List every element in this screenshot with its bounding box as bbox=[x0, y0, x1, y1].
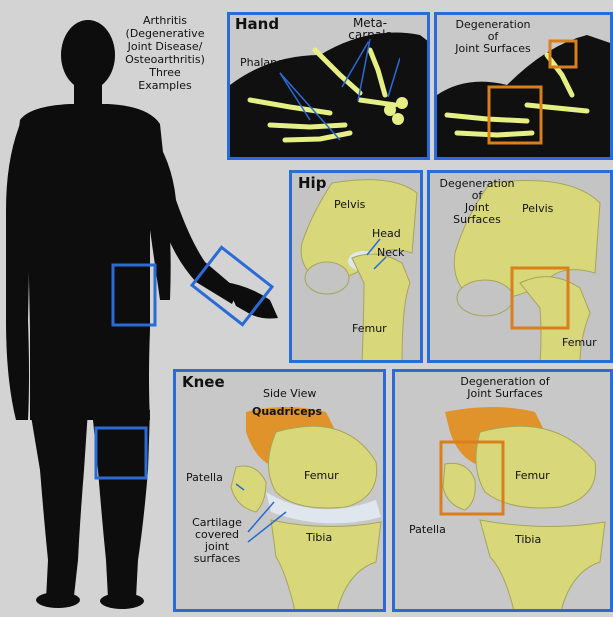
cartilage-line: surfaces bbox=[182, 553, 252, 565]
carpals-label: Carpals bbox=[380, 51, 421, 63]
knee-panel: Knee Side View Quadriceps Patella Femur … bbox=[173, 369, 386, 612]
knee-femur-label: Femur bbox=[304, 470, 339, 482]
hand-degeneration-panel: Degeneration of Joint Surfaces bbox=[434, 12, 613, 160]
knee-degeneration-illustration bbox=[395, 372, 613, 612]
phalanges-label: Phalanges bbox=[240, 57, 297, 69]
knee-degen-tibia-label: Tibia bbox=[515, 534, 541, 546]
hip-title: Hip bbox=[298, 174, 326, 192]
hip-degen-pelvis-label: Pelvis bbox=[522, 203, 553, 215]
intro-line: Joint Disease/ bbox=[110, 40, 220, 53]
hand-skeleton-illustration bbox=[230, 15, 430, 160]
hip-femur-label: Femur bbox=[352, 323, 387, 335]
knee-cartilage-label: Cartilage covered joint surfaces bbox=[182, 517, 252, 565]
metacarpals-label: Meta- carpals bbox=[342, 17, 398, 41]
knee-degeneration-panel: Degeneration of Joint Surfaces Femur Pat… bbox=[392, 369, 613, 612]
hip-panel: Hip Pelvis Head Neck Femur bbox=[289, 170, 423, 363]
intro-line: Examples bbox=[110, 79, 220, 92]
hip-degeneration-title: Degeneration of Joint Surfaces bbox=[432, 178, 522, 226]
knee-side-view-label: Side View bbox=[263, 388, 316, 400]
knee-patella-label: Patella bbox=[186, 472, 223, 484]
intro-line: (Degenerative bbox=[110, 27, 220, 40]
knee-degen-femur-label: Femur bbox=[515, 470, 550, 482]
knee-title: Knee bbox=[182, 373, 225, 391]
hip-degeneration-panel: Degeneration of Joint Surfaces Pelvis Fe… bbox=[427, 170, 613, 363]
intro-text: Arthritis (Degenerative Joint Disease/ O… bbox=[110, 14, 220, 92]
hip-degen-line: Surfaces bbox=[432, 214, 522, 226]
knee-tibia-label: Tibia bbox=[306, 532, 332, 544]
hip-pelvis-label: Pelvis bbox=[334, 199, 365, 211]
intro-line: Three bbox=[110, 66, 220, 79]
knee-degen-patella-label: Patella bbox=[409, 524, 446, 536]
hand-panel: Hand Meta- carpals Phalanges Carpals bbox=[227, 12, 430, 160]
knee-degen-line: Joint Surfaces bbox=[435, 388, 575, 400]
metacarpals-line: carpals bbox=[342, 29, 398, 41]
hand-title: Hand bbox=[235, 15, 279, 33]
knee-degeneration-title: Degeneration of Joint Surfaces bbox=[435, 376, 575, 400]
hand-degeneration-title: Degeneration of Joint Surfaces bbox=[441, 19, 545, 55]
hand-degen-line: Joint Surfaces bbox=[441, 43, 545, 55]
knee-quadriceps-label: Quadriceps bbox=[252, 406, 322, 418]
intro-line: Arthritis bbox=[110, 14, 220, 27]
hip-neck-label: Neck bbox=[377, 247, 404, 259]
hip-head-label: Head bbox=[372, 228, 401, 240]
hip-degen-femur-label: Femur bbox=[562, 337, 597, 349]
intro-line: Osteoarthritis) bbox=[110, 53, 220, 66]
